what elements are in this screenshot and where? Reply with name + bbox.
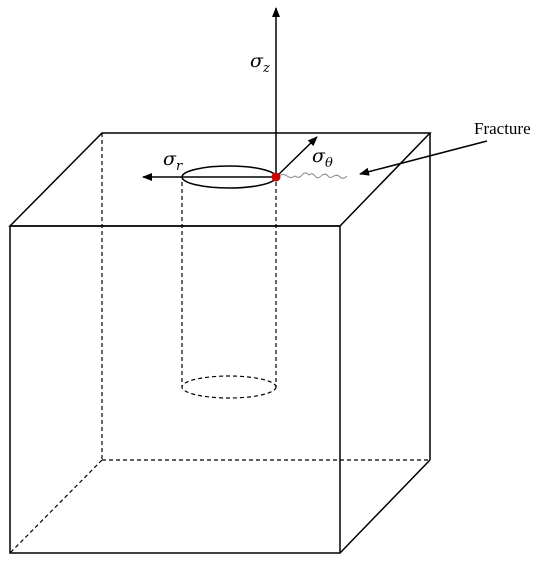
stress-arrows [142, 7, 488, 181]
sigma-theta-subscript: θ [325, 156, 333, 171]
fracture-trace [278, 172, 348, 179]
sigma-z-symbol: σ [250, 50, 264, 72]
hidden-edge-bottom-diagonal [9, 459, 103, 554]
sigma-r-subscript: r [176, 159, 183, 174]
sigma-theta-label: σθ [312, 145, 333, 171]
cube-right-bottom-edge [339, 459, 431, 554]
sigma-r-label: σr [163, 148, 183, 174]
wellbore-bottom [181, 375, 277, 399]
sigma-theta-symbol: σ [312, 145, 326, 167]
fracture-label: Fracture [474, 119, 531, 138]
sigma-z-subscript: z [262, 61, 270, 76]
fracture-leader-arrow [359, 140, 488, 176]
cube-visible-edges [8, 132, 432, 554]
cube-hidden-edges [9, 133, 430, 554]
sigma-theta-arrow [275, 136, 318, 178]
cube-top-face [8, 132, 432, 227]
sigma-z-label: σz [250, 50, 270, 76]
wellbore [181, 165, 277, 399]
fracture-point [271, 172, 281, 182]
sigma-r-symbol: σ [163, 148, 177, 170]
cube-front-face [9, 225, 341, 554]
